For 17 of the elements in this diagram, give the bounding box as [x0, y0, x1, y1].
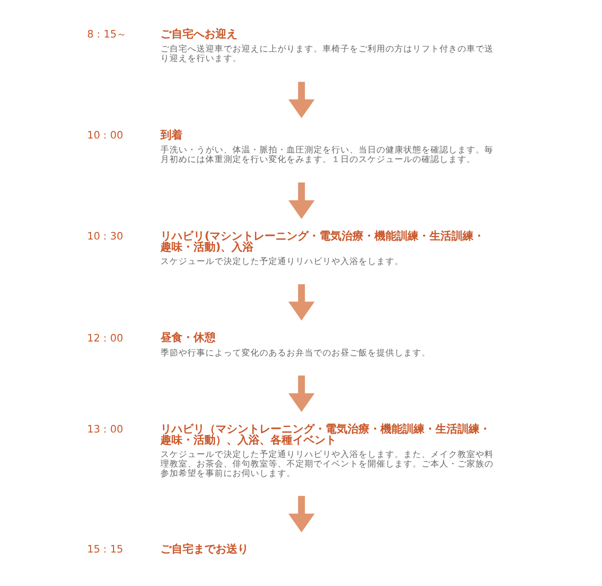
node-label: 8：15～: [86, 28, 126, 41]
node-text: リハビリ(マシントレーニング・電気治療・機能訓練・生活訓練・趣味・活動)、入浴 スケジュールで決定した予定通りリハビリや入浴をします。: [160, 230, 484, 267]
arrow: [288, 284, 314, 320]
node-text: リハビリ（マシントレーニング・電気治療・機能訓練・生活訓練・趣味・活動）、入浴、各種イベント スケジュールで決定した予定通りリハビリや入浴をします。また、メイク教室や料理教室、お茶会、俳句教室等、不定期でイベントを開催します。ご本人・ご家族の参加希望を事前にお伺いします。: [160, 422, 494, 479]
arrow: [288, 182, 314, 220]
arrow: [288, 82, 314, 118]
node-label: 10：00: [86, 129, 123, 142]
node-label: 13：00: [86, 424, 123, 436]
node-label: 15：15: [86, 544, 123, 556]
node-text: 昼食・休憩 季節や行事によって変化のあるお弁当でのお昼ご飯を提供します。: [160, 331, 430, 358]
arrow: [288, 376, 314, 412]
arrow: [288, 496, 314, 532]
node-text: ご自宅までお送り: [160, 542, 248, 556]
node-text: 到着 手洗い・うがい、体温・脈拍・血圧測定を行い、当日の健康状態を確認します。毎月初めには体重測定を行い変化をみます。１日のスケジュールの確認します。: [160, 128, 494, 165]
node-text: ご自宅へお迎え ご自宅へ送迎車でお迎えに上がります。車椅子をご利用の方はリフト付きの車で送り迎えを行います。: [160, 28, 494, 64]
node-label: 10：30: [86, 230, 123, 243]
node-label: 12：00: [86, 332, 123, 344]
